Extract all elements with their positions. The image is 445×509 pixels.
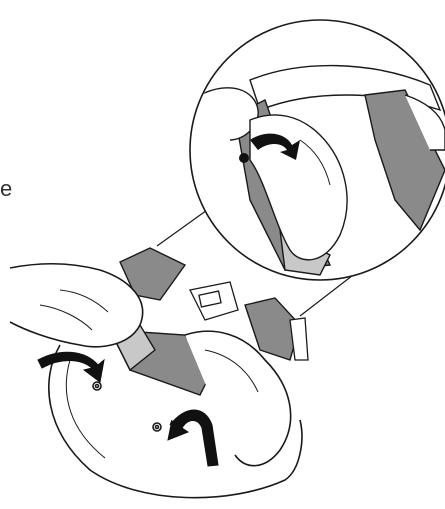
- detail-circle: [190, 20, 445, 280]
- detail-finger-dot: [239, 153, 249, 163]
- left-hand: [10, 264, 143, 347]
- cropped-caption-letter: e: [0, 178, 12, 200]
